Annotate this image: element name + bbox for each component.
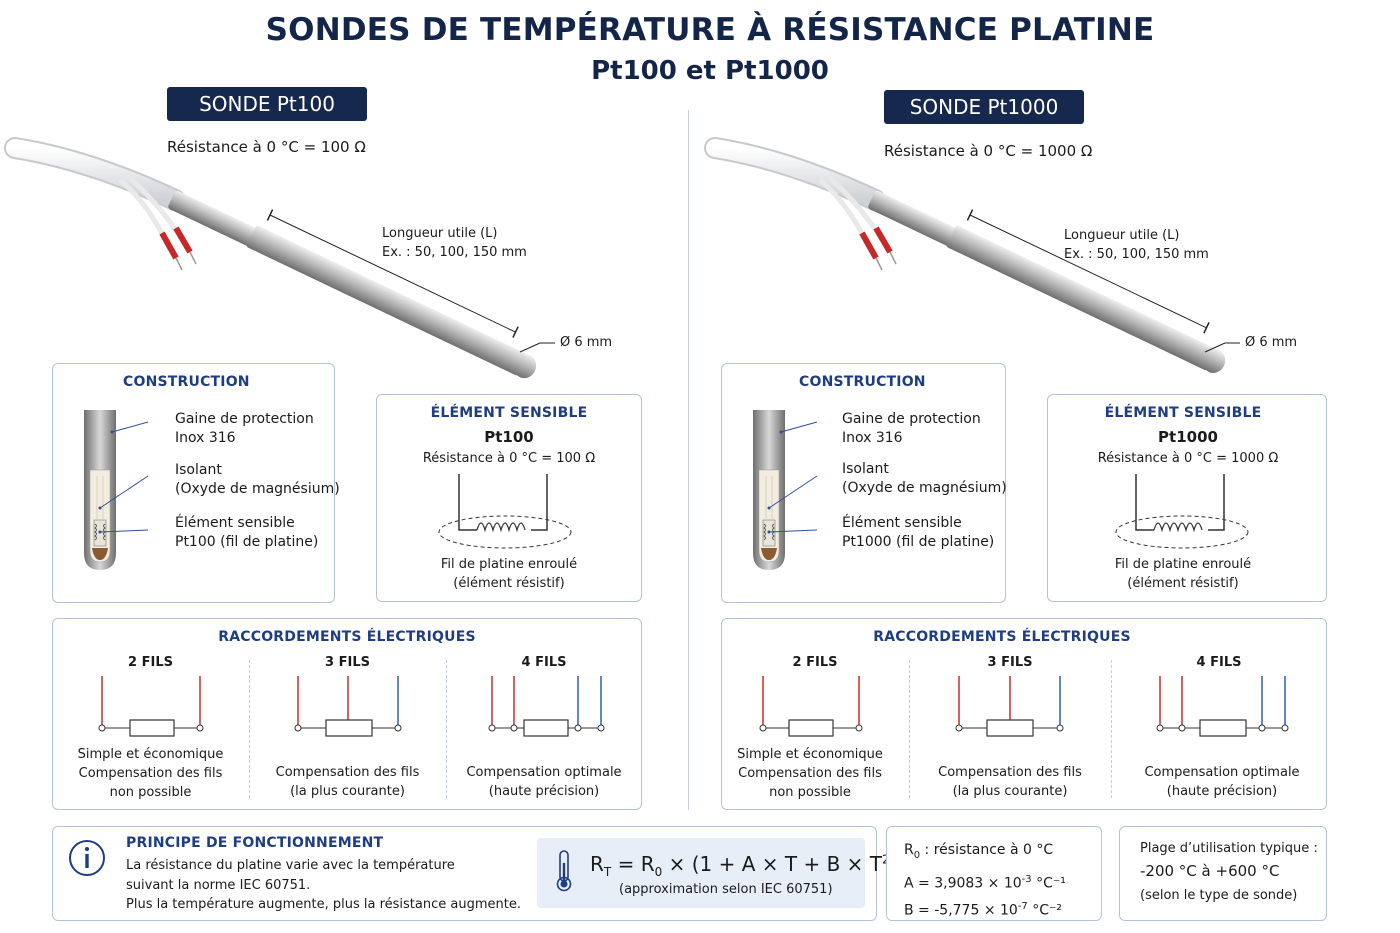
probe-badge-pt100: SONDE Pt100 — [167, 87, 367, 121]
construction-cutaway-pt1000 — [753, 410, 818, 570]
connections-box-pt100 — [52, 618, 642, 810]
formula-box — [537, 838, 865, 908]
wiring-diagrams-pt1000 — [759, 676, 1289, 737]
connections-divider — [446, 660, 447, 798]
element-resistance-pt1000: Résistance à 0 °C = 1000 Ω — [1097, 451, 1279, 466]
formula-expression: RT = R0 × (1 + A × T + B × T2) — [590, 852, 897, 879]
wire-4-label-pt100: 4 FILS — [521, 655, 567, 670]
connections-box-pt1000 — [721, 618, 1327, 810]
diameter-label-pt1000: Ø 6 mm — [1245, 335, 1298, 350]
connections-divider — [249, 660, 250, 798]
probe-illustration-pt100 — [4, 137, 555, 379]
connections-heading-pt100: RACCORDEMENTS ÉLECTRIQUES — [218, 629, 476, 645]
formula-note: (approximation selon IEC 60751) — [619, 882, 833, 897]
element-name-pt1000: Pt1000 — [1158, 428, 1218, 446]
probe-resistance-pt100: Résistance à 0 °C = 100 Ω — [167, 138, 366, 156]
constant-a: A = 3,9083 × 10-3 °C⁻¹ — [904, 873, 1066, 892]
probe-badge-pt1000: SONDE Pt1000 — [884, 90, 1084, 124]
element-caption1-pt1000: Fil de platine enroulé — [1114, 557, 1252, 572]
construction-insulator-pt1000: Isolant (Oxyde de magnésium) — [842, 461, 1007, 496]
construction-heading-pt100: CONSTRUCTION — [123, 374, 250, 390]
element-heading-pt100: ÉLÉMENT SENSIBLE — [430, 405, 588, 421]
construction-sheath-pt100: Gaine de protection Inox 316 — [175, 411, 314, 446]
range-note: (selon le type de sonde) — [1140, 888, 1298, 903]
principle-heading: PRINCIPE DE FONCTIONNEMENT — [126, 835, 384, 851]
wire-3-label-pt1000: 3 FILS — [987, 655, 1033, 670]
construction-heading-pt1000: CONSTRUCTION — [799, 374, 926, 390]
element-heading-pt1000: ÉLÉMENT SENSIBLE — [1104, 405, 1262, 421]
wire-3-label-pt100: 3 FILS — [325, 655, 370, 670]
wiring-diagrams-pt100 — [98, 676, 605, 737]
length-label-pt1000: Longueur utile (L) — [1064, 228, 1180, 243]
connections-divider — [1111, 660, 1112, 798]
thermometer-icon — [556, 850, 572, 892]
length-example-pt1000: Ex. : 50, 100, 150 mm — [1064, 247, 1209, 262]
wire-4-label-pt1000: 4 FILS — [1196, 655, 1242, 670]
center-divider — [688, 110, 689, 810]
construction-element-pt100: Élément sensible Pt100 (fil de platine) — [175, 515, 319, 550]
info-icon — [69, 840, 105, 876]
wire-2-desc-pt100: Simple et économique Compensation des fi… — [77, 747, 224, 800]
range-value: -200 °C à +600 °C — [1140, 862, 1280, 880]
principle-text: La résistance du platine varie avec la t… — [126, 858, 521, 912]
wire-2-label-pt100: 2 FILS — [128, 655, 173, 670]
element-name-pt100: Pt100 — [484, 428, 534, 446]
connections-divider — [909, 660, 910, 798]
element-caption2-pt100: (élément résistif) — [453, 576, 565, 591]
wire-2-desc-pt1000: Simple et économique Compensation des fi… — [737, 747, 883, 800]
probe-illustration-pt1000 — [704, 137, 1240, 373]
wire-4-desc-pt1000: Compensation optimale (haute précision) — [1144, 765, 1300, 799]
coil-diagram-pt1000 — [1115, 474, 1249, 549]
construction-sheath-pt1000: Gaine de protection Inox 316 — [842, 411, 981, 446]
element-caption2-pt1000: (élément résistif) — [1127, 576, 1239, 591]
construction-insulator-pt100: Isolant (Oxyde de magnésium) — [175, 462, 340, 497]
element-box-pt1000 — [1047, 394, 1327, 602]
page-title: SONDES DE TEMPÉRATURE À RÉSISTANCE PLATI… — [265, 12, 1155, 48]
range-label: Plage d’utilisation typique : — [1140, 841, 1318, 856]
page-subtitle: Pt100 et Pt1000 — [591, 56, 829, 86]
wire-2-label-pt1000: 2 FILS — [792, 655, 838, 670]
length-label-pt100: Longueur utile (L) — [382, 226, 498, 241]
wire-3-desc-pt100: Compensation des fils (la plus courante) — [275, 765, 420, 799]
constant-b: B = -5,775 × 10-7 °C⁻² — [904, 901, 1063, 920]
element-resistance-pt100: Résistance à 0 °C = 100 Ω — [422, 451, 596, 466]
length-example-pt100: Ex. : 50, 100, 150 mm — [382, 245, 527, 260]
connections-heading-pt1000: RACCORDEMENTS ÉLECTRIQUES — [873, 629, 1131, 645]
diameter-label-pt100: Ø 6 mm — [560, 335, 613, 350]
probe-resistance-pt1000: Résistance à 0 °C = 1000 Ω — [884, 142, 1093, 160]
constants-box — [886, 826, 1102, 921]
wire-3-desc-pt1000: Compensation des fils (la plus courante) — [938, 765, 1082, 799]
constants-list: R0 : résistance à 0 °C A = 3,9083 × 10-3… — [904, 838, 1066, 923]
coil-diagram-pt100 — [438, 474, 572, 549]
range-box — [1119, 826, 1327, 921]
element-box-pt100 — [376, 394, 642, 602]
wire-4-desc-pt100: Compensation optimale (haute précision) — [466, 765, 622, 799]
constant-r0: R0 : résistance à 0 °C — [904, 842, 1054, 861]
element-caption1-pt100: Fil de platine enroulé — [440, 557, 578, 572]
construction-cutaway-pt100 — [84, 410, 149, 570]
construction-element-pt1000: Élément sensible Pt1000 (fil de platine) — [842, 515, 995, 550]
